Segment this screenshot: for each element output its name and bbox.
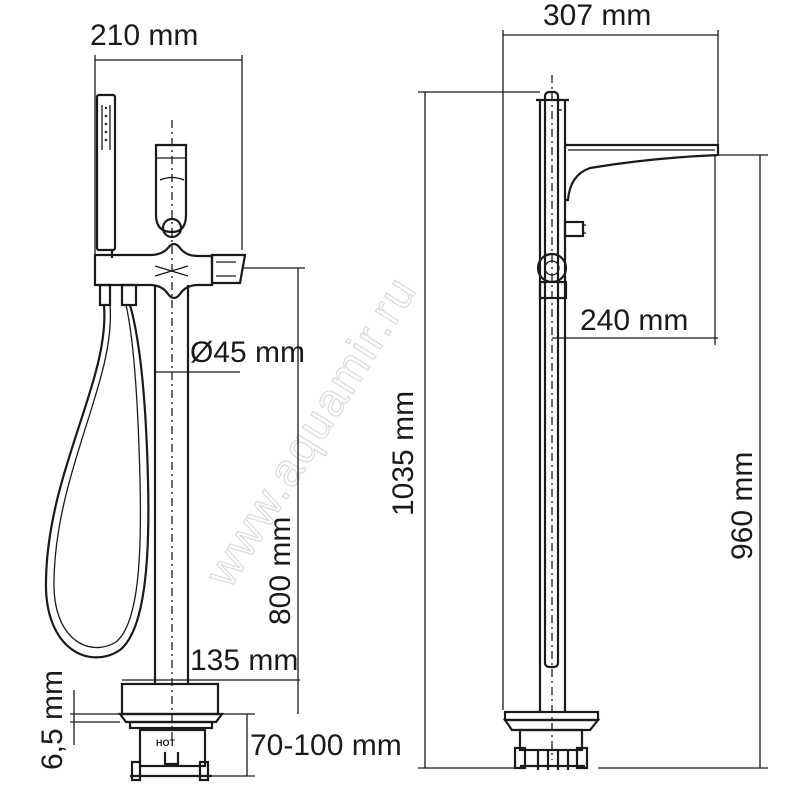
front-mixer-body (93, 242, 214, 300)
shower-hose (44, 304, 150, 659)
dim-240-spout: 240 mm (580, 304, 688, 337)
front-dimensions: 210 mm Ø45 mm 800 mm 135 mm 6,5 mm 70-10… (36, 19, 402, 777)
front-floor-flange (117, 712, 225, 724)
side-floor-flange (502, 718, 601, 732)
dim-70-100-depth: 70-100 mm (250, 729, 402, 762)
front-base-cover (120, 682, 220, 716)
front-diverter (210, 253, 247, 285)
dim-800-height: 800 mm (264, 517, 297, 625)
dim-135-base: 135 mm (190, 644, 298, 677)
side-spout (565, 143, 720, 202)
dim-1035-total-height: 1035 mm (387, 391, 420, 516)
front-floor-box (138, 728, 207, 768)
side-view (502, 75, 720, 770)
hand-shower (95, 93, 117, 252)
dim-6-5-thickness: 6,5 mm (36, 670, 69, 770)
side-hand-shower (543, 90, 560, 669)
dim-210-width: 210 mm (90, 19, 198, 52)
dim-307-width: 307 mm (543, 0, 651, 32)
side-dimensions: 307 mm 1035 mm 960 mm 240 mm (387, 0, 768, 769)
front-view: HOT (44, 93, 247, 782)
dim-960-outlet-height: 960 mm (726, 452, 759, 560)
dim-column-diameter: Ø45 mm (190, 336, 305, 369)
side-handle (563, 220, 585, 238)
hot-label: HOT (156, 738, 176, 748)
front-spout-head (154, 143, 188, 234)
shower-nozzles (104, 106, 108, 142)
